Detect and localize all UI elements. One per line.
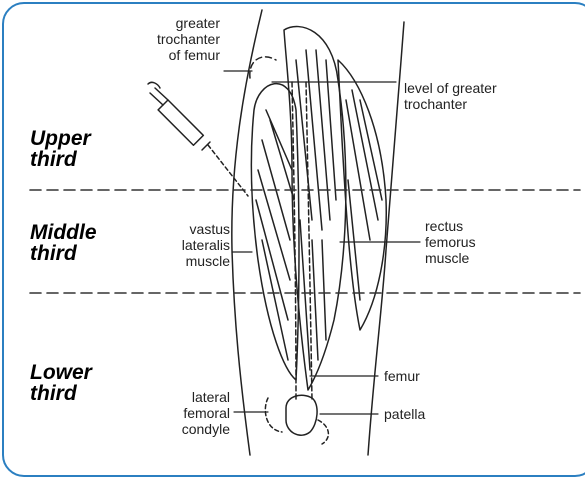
thigh-outline-medial — [368, 22, 404, 455]
region-lower-line1: Lower — [30, 362, 92, 383]
region-upper-line1: Upper — [30, 128, 91, 149]
patella-outline — [286, 395, 317, 435]
label-rectus-line1: rectus — [425, 218, 476, 234]
region-upper-line2: third — [30, 149, 91, 170]
label-greater-trochanter-line3: of femur — [130, 47, 220, 63]
label-condyle-line3: condyle — [140, 421, 230, 437]
label-rectus-femorus: rectus femorus muscle — [425, 218, 476, 266]
label-greater-trochanter-line1: greater — [130, 15, 220, 31]
region-lower-third: Lower third — [30, 362, 92, 404]
condyle-outline-medial — [318, 420, 328, 444]
region-middle-third: Middle third — [30, 222, 97, 264]
label-rectus-line2: femorus — [425, 234, 476, 250]
label-vastus-lateralis: vastus lateralis muscle — [130, 221, 230, 269]
region-upper-third: Upper third — [30, 128, 91, 170]
vastus-lateralis-outline — [251, 84, 299, 380]
label-greater-trochanter-line2: trochanter — [130, 31, 220, 47]
region-lower-line2: third — [30, 383, 92, 404]
thigh-outline-lateral — [232, 10, 262, 455]
label-level-line1: level of greater — [404, 80, 497, 96]
region-middle-line1: Middle — [30, 222, 97, 243]
label-rectus-line3: muscle — [425, 250, 476, 266]
label-femur: femur — [384, 368, 420, 384]
rectus-femoris-outline — [284, 27, 346, 390]
condyle-outline — [265, 398, 282, 432]
label-condyle-line2: femoral — [140, 405, 230, 421]
region-middle-line2: third — [30, 243, 97, 264]
label-patella-text: patella — [384, 406, 425, 422]
greater-trochanter-outline — [250, 57, 276, 78]
label-vastus-line2: lateralis — [130, 237, 230, 253]
rectus-fibres — [296, 50, 336, 370]
label-patella: patella — [384, 406, 425, 422]
label-vastus-line3: muscle — [130, 253, 230, 269]
label-level-line2: trochanter — [404, 96, 497, 112]
label-femur-text: femur — [384, 368, 420, 384]
syringe — [148, 82, 248, 196]
label-vastus-line1: vastus — [130, 221, 230, 237]
label-greater-trochanter: greater trochanter of femur — [130, 15, 220, 63]
vastus-fibres — [256, 110, 294, 360]
label-condyle-line1: lateral — [140, 389, 230, 405]
label-level-greater-trochanter: level of greater trochanter — [404, 80, 497, 112]
label-lateral-femoral-condyle: lateral femoral condyle — [140, 389, 230, 437]
